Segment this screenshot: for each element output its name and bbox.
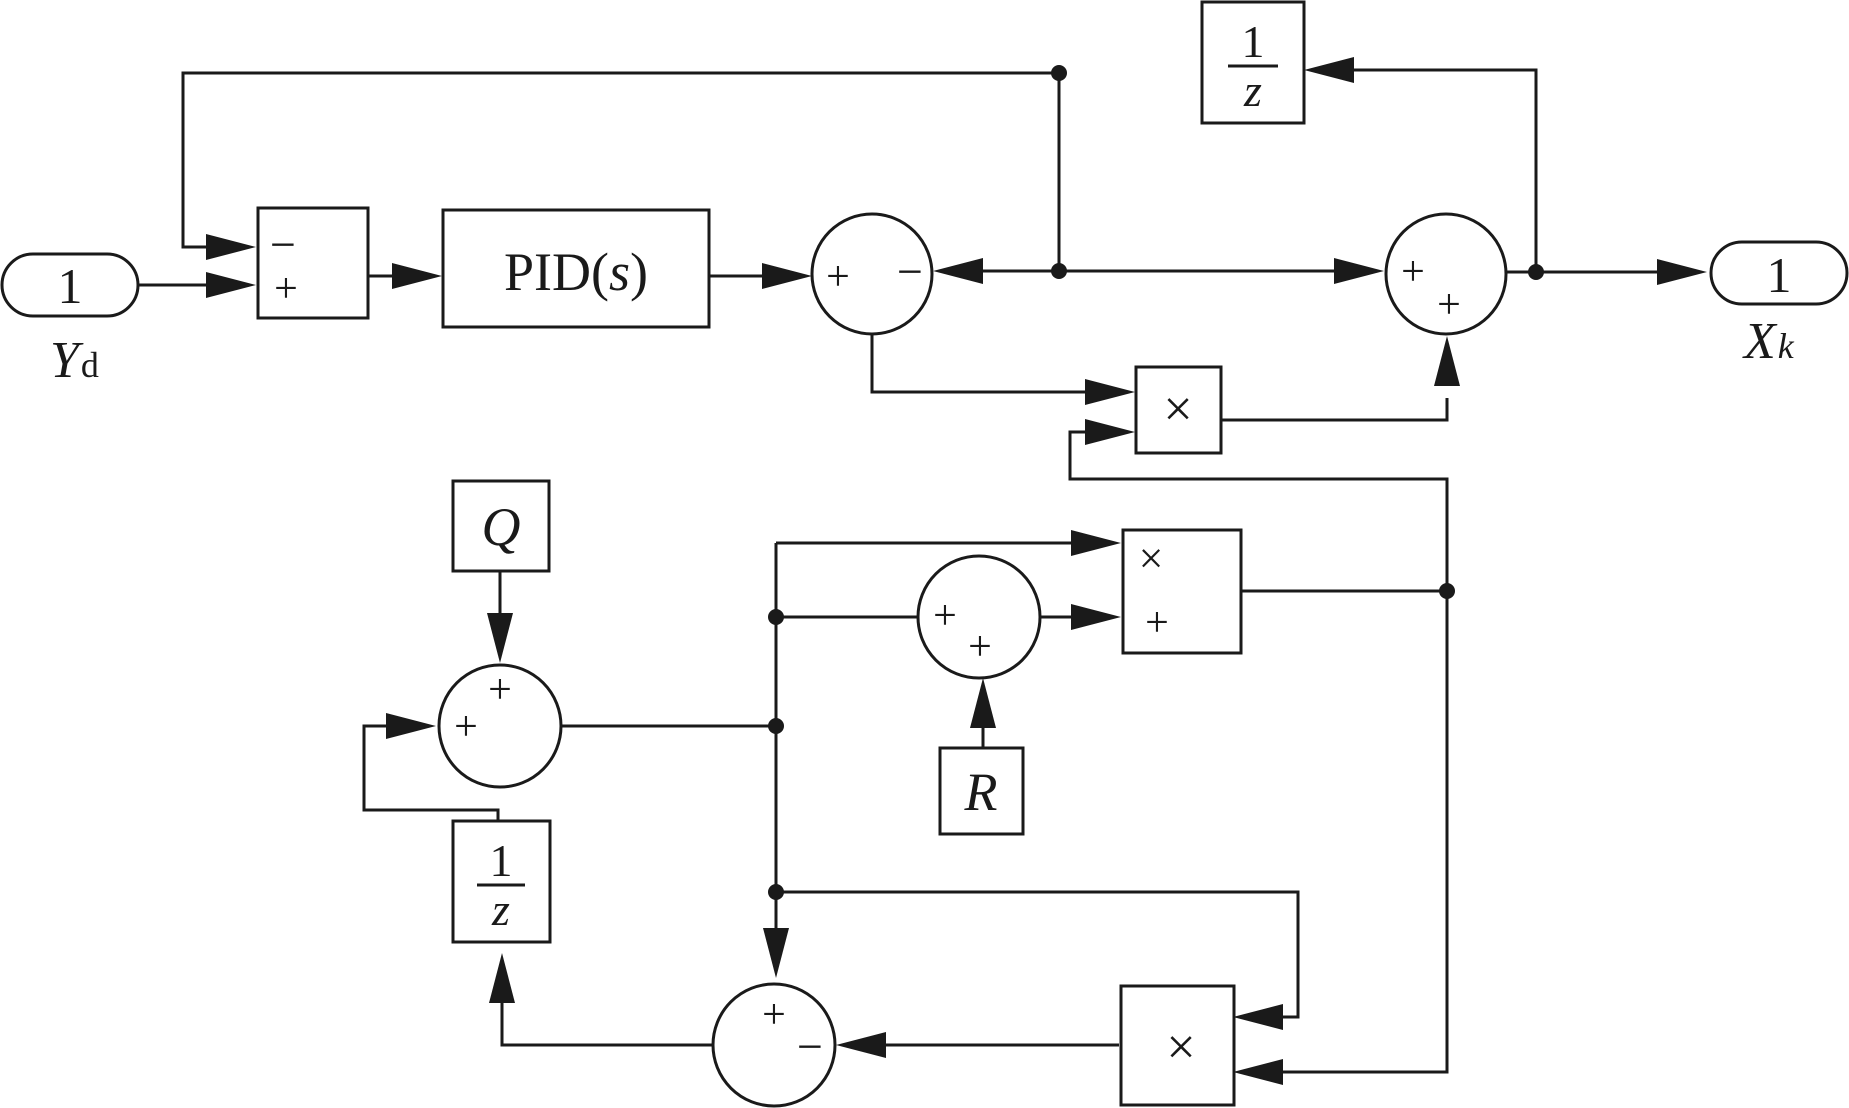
r-label: R <box>964 762 998 822</box>
delay-bottom-denominator: z <box>491 884 510 935</box>
subtractor-minus-sign: − <box>270 219 296 270</box>
subtractor-plus-sign: + <box>274 266 298 312</box>
multiplier-upper-symbol: × <box>1163 381 1192 438</box>
sum-e-minus-right: − <box>797 1021 823 1072</box>
sum-junction-d: + + <box>916 554 1042 680</box>
sum-a-minus-sign: − <box>897 246 923 297</box>
q-constant-block: Q <box>451 479 551 573</box>
sum-b-plus-bottom: + <box>1437 282 1461 328</box>
sum-e-plus-top: + <box>762 992 786 1038</box>
divider-plus-sign: + <box>1145 600 1169 646</box>
pid-label: PID(s) <box>504 242 648 302</box>
delay-top-numerator: 1 <box>1242 16 1265 67</box>
unit-delay-top-block: 1 z <box>1200 0 1306 125</box>
multiplier-block-lower: × <box>1119 984 1236 1107</box>
divider-times-symbol: × <box>1139 534 1164 583</box>
junction-dots <box>768 65 1544 900</box>
sum-junction-c: + + <box>437 663 563 789</box>
input-port-yd: 1 Yd <box>0 252 140 389</box>
input-port-number: 1 <box>58 258 83 314</box>
sum-d-plus-bottom: + <box>968 624 992 670</box>
error-subtractor-block: − + <box>256 206 370 320</box>
sum-junction-a: + − <box>810 212 934 336</box>
sum-c-plus-left: + <box>454 704 478 750</box>
sum-b-plus-left: + <box>1401 249 1425 295</box>
unit-delay-bottom-block: 1 z <box>451 819 552 944</box>
output-port-number: 1 <box>1767 247 1792 303</box>
output-port-xk: 1 Xk <box>1709 240 1849 370</box>
r-constant-block: R <box>938 746 1025 836</box>
multiplier-lower-symbol: × <box>1166 1019 1195 1076</box>
sum-c-plus-top: + <box>488 667 512 713</box>
divider-block: × + <box>1121 528 1243 655</box>
q-label: Q <box>482 497 521 557</box>
pid-controller-block: PID(s) <box>441 208 711 329</box>
output-port-label: Xk <box>1742 313 1795 370</box>
multiplier-block-upper: × <box>1134 365 1223 455</box>
sum-a-plus-sign: + <box>826 254 850 300</box>
sum-junction-e: + − <box>711 982 837 1108</box>
input-port-label: Yd <box>50 332 99 389</box>
arrowheads <box>206 57 1707 1085</box>
delay-bottom-numerator: 1 <box>490 835 513 886</box>
delay-top-denominator: z <box>1243 65 1262 116</box>
sum-d-plus-left: + <box>933 593 957 639</box>
sum-junction-b: + + <box>1384 212 1508 336</box>
